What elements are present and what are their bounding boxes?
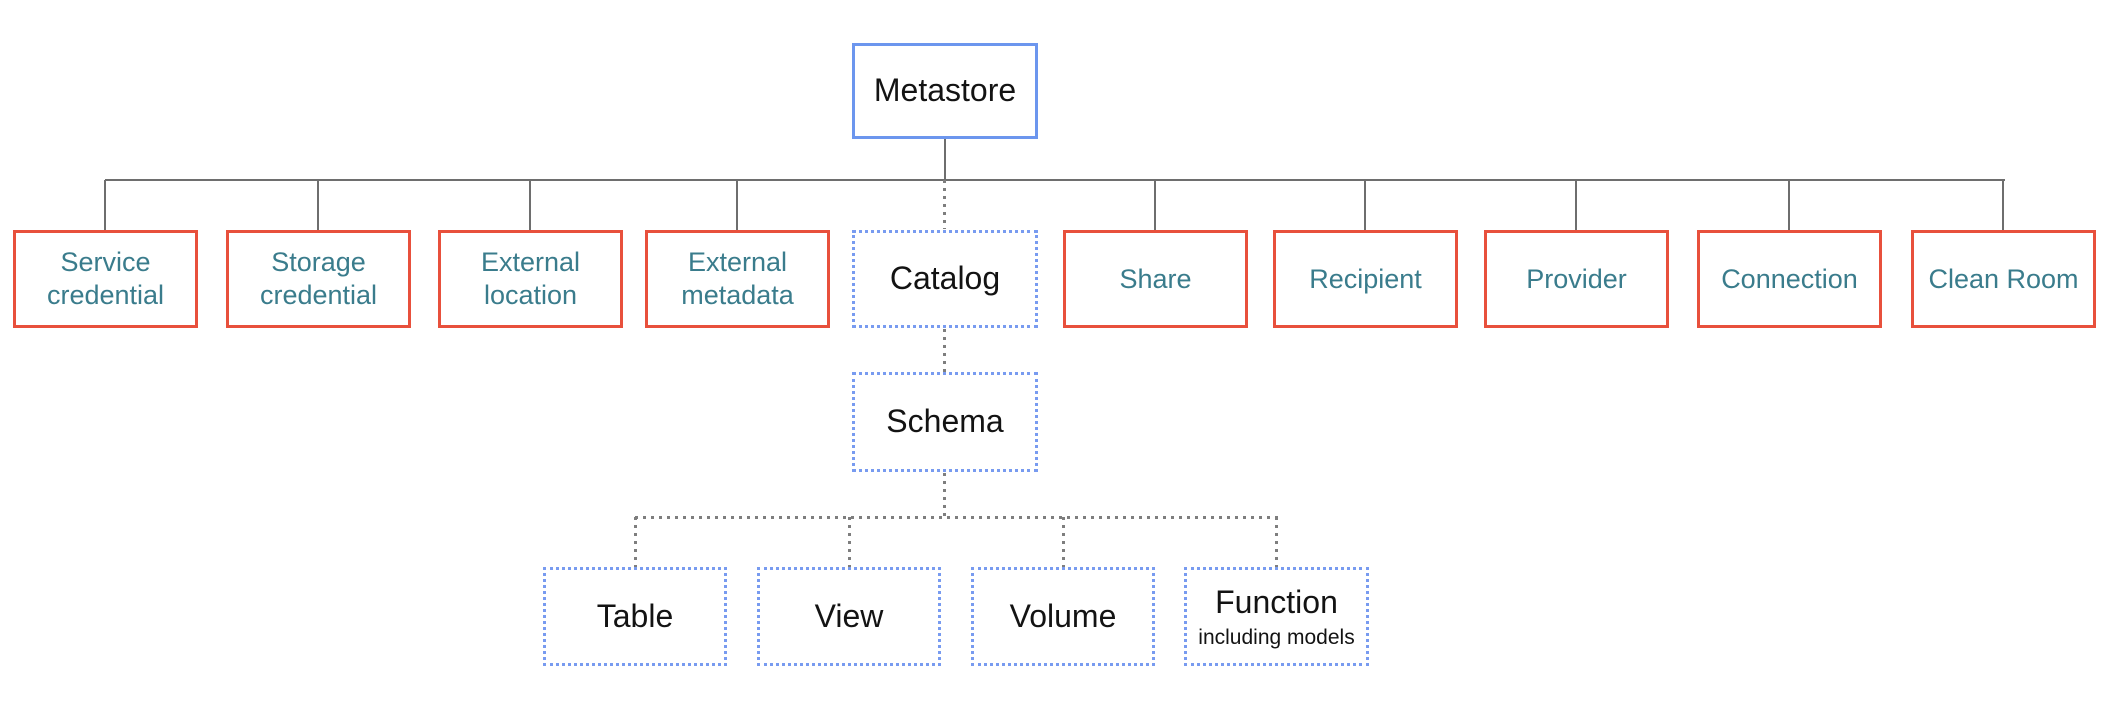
node-clean-room: Clean Room <box>1911 230 2096 328</box>
node-external-location: External location <box>438 230 623 328</box>
node-share: Share <box>1063 230 1248 328</box>
connector-catalog-schema-dotted <box>943 329 946 372</box>
node-view: View <box>757 567 941 666</box>
node-volume: Volume <box>971 567 1155 666</box>
node-function-sublabel: including models <box>1198 625 1355 649</box>
node-storage-credential: Storage credential <box>226 230 411 328</box>
node-recipient-label: Recipient <box>1309 263 1422 294</box>
node-external-metadata: External metadata <box>645 230 830 328</box>
connector-schema-vertical-dotted <box>943 473 946 517</box>
connector-drop-clean-room <box>2002 180 2004 230</box>
node-connection: Connection <box>1697 230 1882 328</box>
node-schema-label: Schema <box>886 403 1004 440</box>
connector-drop-provider <box>1575 180 1577 230</box>
node-recipient: Recipient <box>1273 230 1458 328</box>
node-metastore-label: Metastore <box>873 72 1017 109</box>
connector-drop-recipient <box>1364 180 1366 230</box>
connector-drop-table-dotted <box>634 517 637 567</box>
node-connection-label: Connection <box>1721 263 1858 294</box>
connector-level4-rail-dotted <box>635 516 1278 519</box>
node-schema: Schema <box>852 372 1038 472</box>
node-metastore: Metastore <box>852 43 1038 139</box>
connector-drop-external-location <box>529 180 531 230</box>
connector-drop-function-dotted <box>1275 517 1278 567</box>
node-service-credential: Service credential <box>13 230 198 328</box>
connector-drop-catalog-dotted <box>943 180 946 229</box>
node-function-label-group: Function including models <box>1198 583 1354 651</box>
node-clean-room-label: Clean Room <box>1928 263 2079 294</box>
node-table-label: Table <box>596 597 674 634</box>
node-storage-credential-label: Storage credential <box>259 247 378 310</box>
node-share-label: Share <box>1119 263 1192 294</box>
connector-drop-connection <box>1788 180 1790 230</box>
node-provider: Provider <box>1484 230 1669 328</box>
node-catalog: Catalog <box>852 230 1038 328</box>
node-external-location-label: External location <box>480 247 581 310</box>
node-volume-label: Volume <box>1009 597 1117 634</box>
node-view-label: View <box>814 597 884 634</box>
connector-metastore-vertical <box>944 139 946 180</box>
node-table: Table <box>543 567 727 666</box>
node-function-label: Function <box>1215 583 1338 620</box>
connector-drop-external-metadata <box>736 180 738 230</box>
node-catalog-label: Catalog <box>889 260 1001 297</box>
connector-drop-service-credential <box>104 180 106 230</box>
connector-drop-share <box>1154 180 1156 230</box>
connector-drop-storage-credential <box>317 180 319 230</box>
node-service-credential-label: Service credential <box>46 247 165 310</box>
node-external-metadata-label: External metadata <box>681 247 794 310</box>
connector-drop-view-dotted <box>848 517 851 567</box>
connector-level2-rail <box>105 179 2005 181</box>
node-function: Function including models <box>1184 567 1369 666</box>
node-provider-label: Provider <box>1526 263 1627 294</box>
connector-drop-volume-dotted <box>1062 517 1065 567</box>
